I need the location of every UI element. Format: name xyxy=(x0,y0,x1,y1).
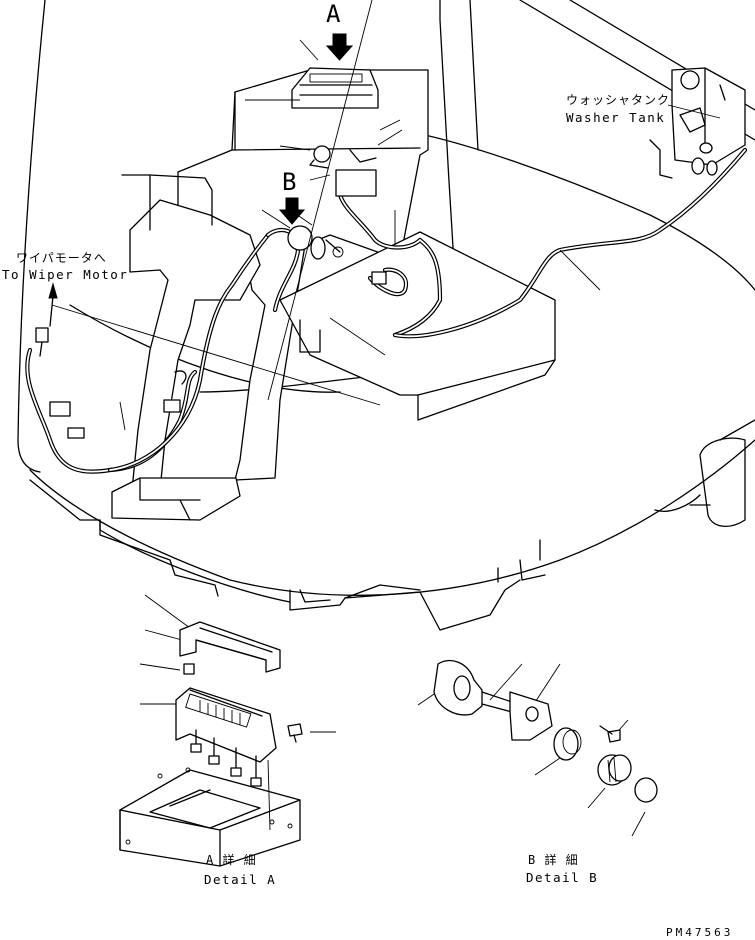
arrow-a: A xyxy=(325,0,354,61)
detail-b-jp: B 詳 細 xyxy=(528,852,579,867)
fuse-box-main xyxy=(291,67,379,109)
arrow-b: B xyxy=(278,168,306,225)
arrow-a-label: A xyxy=(326,0,341,28)
detail-a-en: Detail A xyxy=(204,872,276,887)
leader-lines xyxy=(51,0,721,431)
connectors-main xyxy=(35,271,387,439)
wiper-motor-jp: ワイパモータへ xyxy=(16,251,107,265)
switch-main xyxy=(309,145,377,197)
washer-tank-callout: ウォッシャタンク Washer Tank xyxy=(566,93,670,125)
washer-tank xyxy=(649,67,746,179)
washer-tank-en: Washer Tank xyxy=(566,110,665,125)
wiper-motor-en: To Wiper Motor xyxy=(2,267,128,282)
detail-a-jp: A 詳 細 xyxy=(206,852,257,867)
floor-plate xyxy=(29,231,755,631)
drawing-code: PM47563 xyxy=(666,926,733,939)
washer-tank-jp: ウォッシャタンク xyxy=(566,93,670,107)
detail-b-en: Detail B xyxy=(526,870,598,885)
wiper-switch-main xyxy=(287,225,344,260)
detail-b: B 詳 細 Detail B xyxy=(417,659,658,885)
cab-outline xyxy=(17,0,755,473)
detail-a: A 詳 細 Detail A xyxy=(119,594,336,887)
wiper-motor-callout: ワイパモータへ To Wiper Motor xyxy=(2,251,128,327)
arrow-b-label: B xyxy=(282,168,296,196)
